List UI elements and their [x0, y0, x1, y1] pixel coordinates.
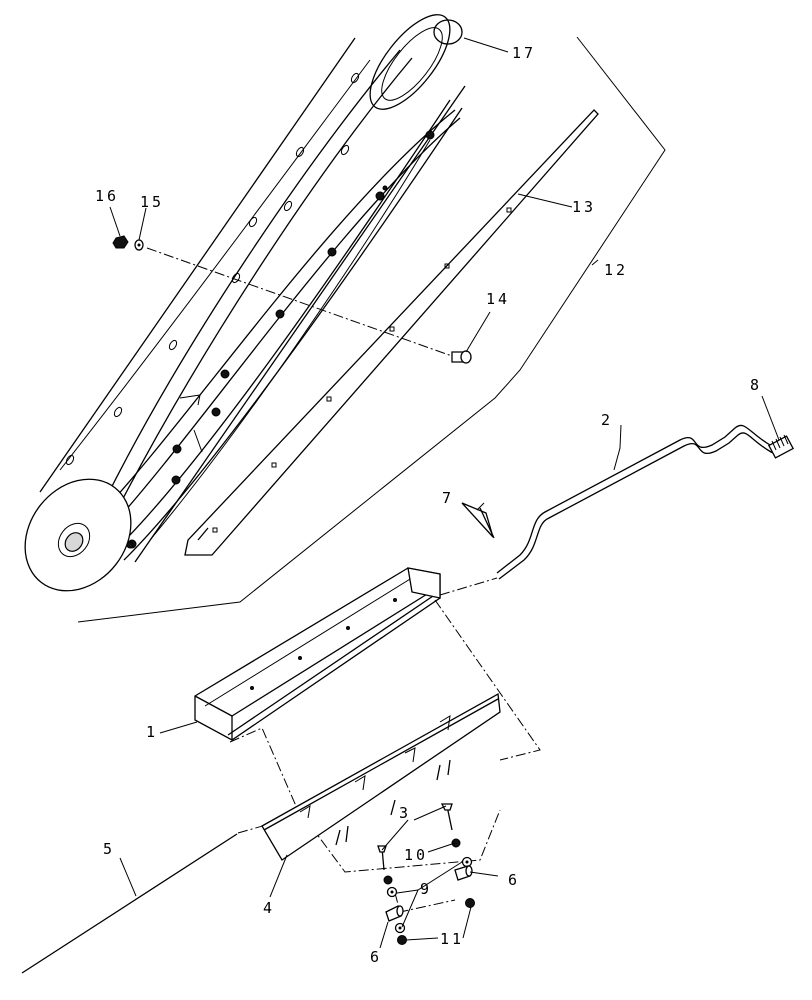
spacers-6 [385, 865, 473, 922]
callout-13: 13 [572, 198, 596, 216]
leader-lines [109, 37, 780, 949]
rod-5 [21, 833, 238, 974]
callout-14: 14 [486, 290, 510, 308]
callout-15: 15 [140, 193, 164, 211]
washer-10 [451, 838, 461, 848]
callout-16: 16 [95, 187, 119, 205]
bed-blade-13 [184, 109, 599, 556]
channel-housing-1 [194, 567, 441, 741]
callout-6-left: 6 [370, 948, 382, 966]
callout-9: 9 [420, 880, 432, 898]
bed-plate-4 [261, 692, 501, 861]
o-ring-17 [433, 19, 463, 45]
callout-17: 17 [512, 44, 536, 62]
bolts-3 [377, 803, 453, 871]
clip-7 [461, 502, 495, 539]
callout-2: 2 [601, 411, 613, 429]
crank-rod-2 [496, 424, 794, 580]
callout-4: 4 [263, 899, 275, 917]
reel-slots [65, 72, 360, 466]
callout-7: 7 [442, 489, 454, 507]
nut-11 [465, 898, 475, 908]
callout-3: 3 [399, 804, 411, 822]
nut-16 [112, 235, 129, 249]
callout-6-right: 6 [508, 871, 520, 889]
callout-11: 11 [440, 930, 464, 948]
callout-1: 1 [146, 723, 158, 741]
callout-8: 8 [750, 376, 762, 394]
callout-12: 12 [604, 261, 628, 279]
reel-cylinder [24, 14, 466, 592]
bolt-14 [451, 350, 472, 364]
reel-assembly-boundary [77, 36, 666, 623]
callout-5: 5 [103, 840, 115, 858]
callout-10: 10 [404, 846, 428, 864]
